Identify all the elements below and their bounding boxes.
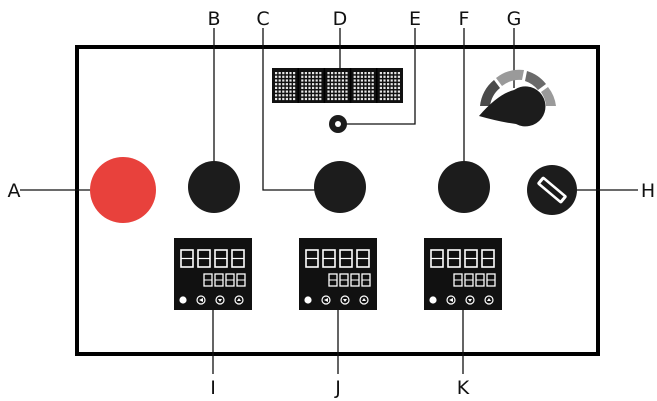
dial-knob[interactable]: [479, 86, 546, 127]
callout-d: D: [333, 8, 348, 30]
callout-g: G: [507, 8, 522, 30]
callout-c: C: [256, 8, 269, 30]
callout-e: E: [409, 8, 421, 30]
key-selector-switch[interactable]: [527, 165, 577, 215]
callout-k: K: [457, 377, 470, 399]
callout-h: H: [641, 180, 655, 202]
gauge-segment-1: [480, 80, 500, 106]
callout-j: J: [334, 377, 341, 399]
digital-controller-k[interactable]: [424, 238, 502, 310]
dot-matrix-display: [272, 68, 403, 103]
digital-controller-j[interactable]: [299, 238, 377, 310]
knob-c[interactable]: [314, 161, 366, 213]
knob-b[interactable]: [188, 161, 240, 213]
leader-c: [262, 28, 317, 191]
indicator-lamp: [329, 115, 347, 133]
digital-controller-i[interactable]: [174, 238, 252, 310]
potentiometer-dial[interactable]: [479, 69, 556, 127]
gauge-segment-3: [525, 71, 546, 90]
callout-a: A: [8, 180, 21, 202]
knob-f[interactable]: [438, 161, 490, 213]
emergency-stop-button[interactable]: [90, 157, 156, 223]
callout-b: B: [207, 8, 220, 30]
leader-e: [345, 28, 416, 125]
callout-f: F: [459, 8, 470, 30]
callout-i: I: [210, 377, 216, 399]
gauge-segment-2: [496, 69, 524, 86]
gauge-segment-4: [541, 87, 556, 106]
